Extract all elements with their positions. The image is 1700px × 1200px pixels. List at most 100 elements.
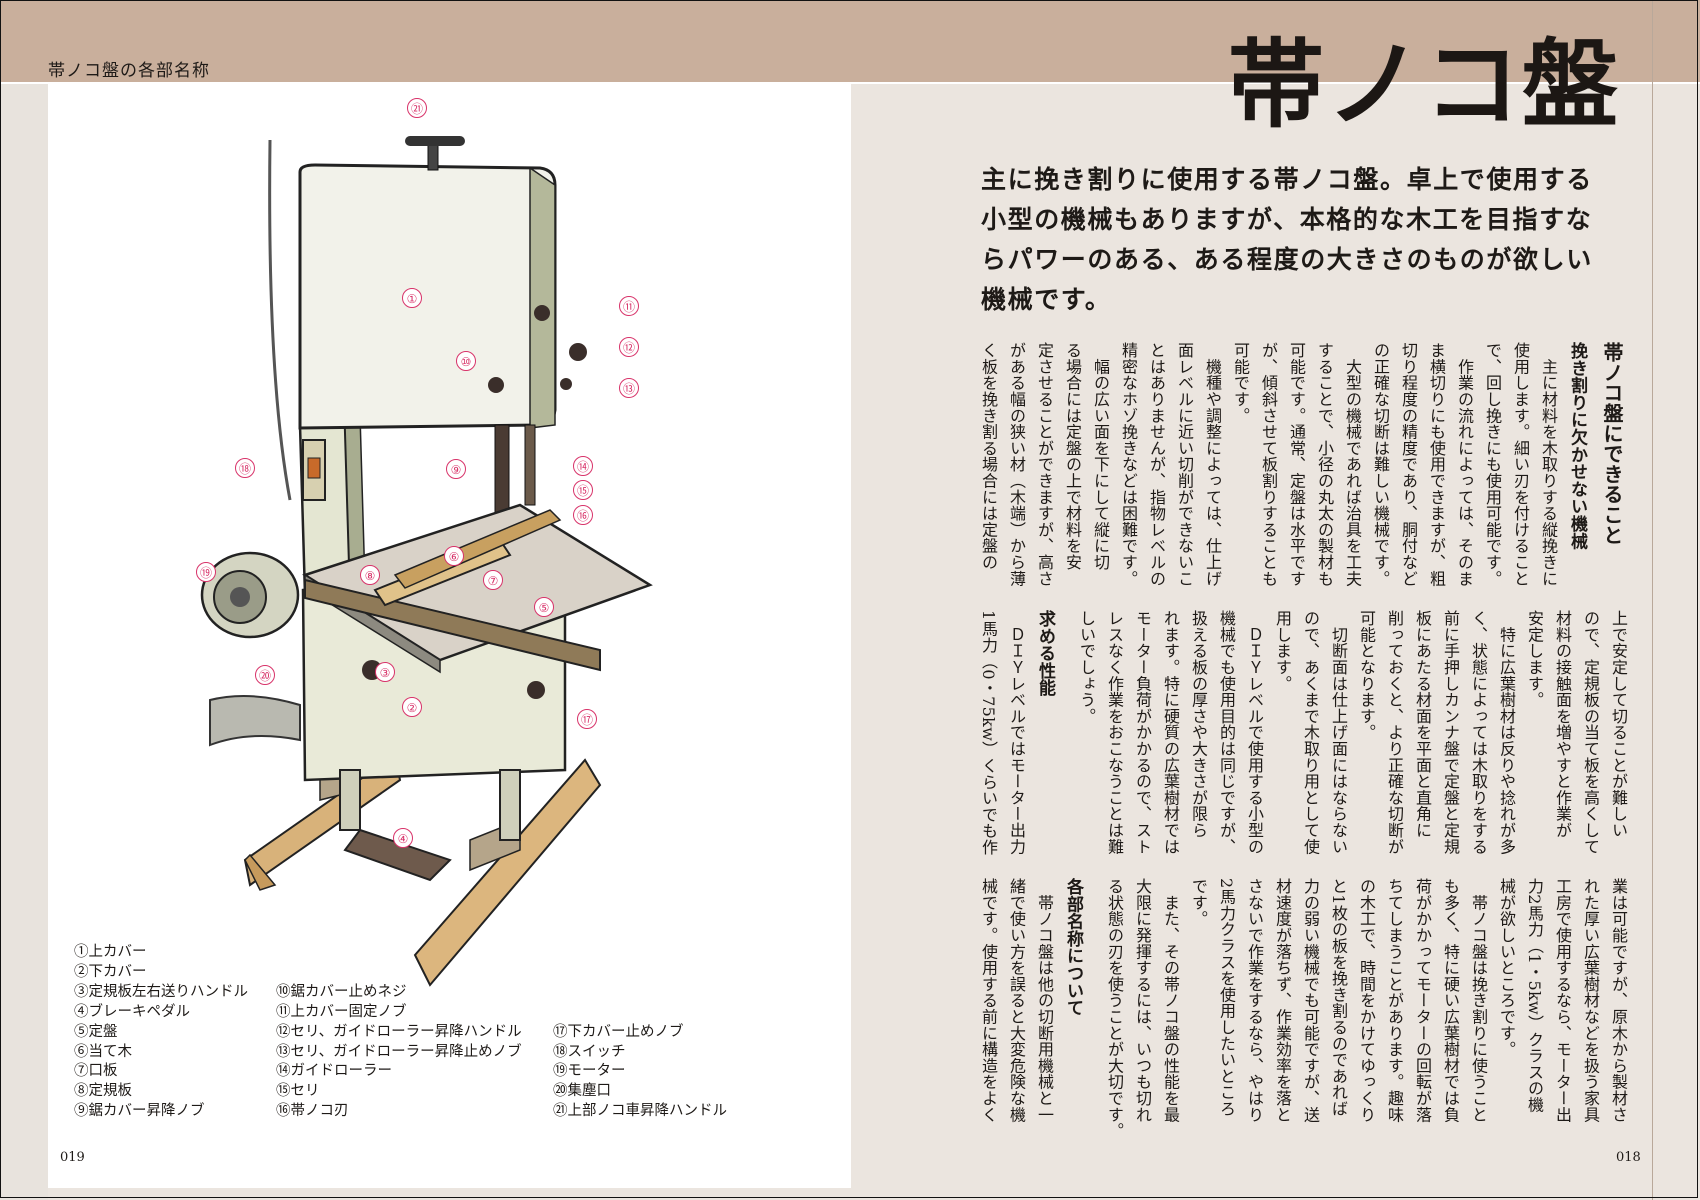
section-heading: 帯ノコ盤にできること xyxy=(1600,342,1624,545)
text-column: 1馬力（0・75kw）くらいでも作 xyxy=(979,610,998,856)
part-callout: ⑦ xyxy=(483,570,503,590)
part-callout: ⑤ xyxy=(534,597,554,617)
text-column: 削っておくと、より正確な切断が xyxy=(1385,610,1404,855)
body-text-block-middle: 上で安定して切ることが難しいので、定規板の当て板を高くして材料の接触面を増やすと… xyxy=(974,610,1632,872)
text-column: れます。特に硬質の広葉樹材では xyxy=(1161,610,1180,855)
text-column: ので、あくまで木取り用として使 xyxy=(1301,610,1320,855)
text-column: も多く、特に硬い広葉樹材では負 xyxy=(1441,878,1460,1123)
legend-item: ⑭ガイドローラー xyxy=(276,1063,392,1080)
text-column: 2馬力クラスを使用したいところ xyxy=(1217,878,1236,1117)
text-column: 切り程度の精度であり、胴付など xyxy=(1399,342,1418,587)
text-column: 業は可能ですが、原木から製材さ xyxy=(1609,878,1628,1123)
part-callout: ① xyxy=(402,288,422,308)
text-column: さないで作業をするなら、やはり xyxy=(1245,878,1264,1123)
part-callout: ② xyxy=(402,697,422,717)
text-column: 械が欲しいところです。 xyxy=(1497,878,1516,1058)
text-column: 機械でも使用目的は同じですが、 xyxy=(1217,610,1236,855)
part-callout: ⑭ xyxy=(573,456,593,476)
part-callout: ⑫ xyxy=(619,337,639,357)
text-column: の正確な切断は難しい機械です。 xyxy=(1371,342,1390,587)
legend-item: ⑰下カバー止めノブ xyxy=(553,1023,684,1040)
text-column: 作業の流れによっては、そのま xyxy=(1455,342,1474,587)
body-text-block-top: 帯ノコ盤にできること挽き割りに欠かせない機械 主に材料を木取りする縦挽きに使用し… xyxy=(974,342,1632,604)
text-column: 大限に発揮するには、いつも切れ xyxy=(1133,878,1152,1123)
part-callout: ⑨ xyxy=(446,459,466,479)
part-callout: ⑧ xyxy=(360,565,380,585)
legend-item: ①上カバー xyxy=(74,944,147,960)
text-column: 緒で使い方を誤ると大変危険な機 xyxy=(1007,878,1026,1123)
text-column: です。 xyxy=(1189,878,1208,927)
text-column: 可能となります。 xyxy=(1357,610,1376,741)
legend-item: ⑤定盤 xyxy=(74,1023,118,1040)
page-edge-line xyxy=(1652,0,1653,1200)
text-column: 使用します。細い刃を付けること xyxy=(1511,342,1530,587)
legend-item: ⑳集塵口 xyxy=(553,1083,611,1100)
text-column: 上で安定して切ることが難しい xyxy=(1609,610,1628,839)
section-heading: 求める性能 xyxy=(1035,610,1055,697)
text-column: 機種や調整によっては、仕上げ xyxy=(1203,342,1222,587)
text-column: る状態の刃を使うことが大切です。 xyxy=(1105,878,1124,1139)
text-column: 面レベルに近い切削ができないこ xyxy=(1175,342,1194,587)
text-column: が、傾斜させて板割りすることも xyxy=(1259,342,1278,587)
column-spacer xyxy=(1088,878,1100,1140)
text-column: 安定します。 xyxy=(1525,610,1544,708)
text-column: することで、小径の丸太の製材も xyxy=(1315,342,1334,587)
text-column: 特に広葉樹材は反りや捻れが多 xyxy=(1497,610,1516,855)
text-column: と1枚の板を挽き割るのであれば xyxy=(1329,878,1348,1117)
legend-item: ⑪上カバー固定ノブ xyxy=(276,1003,407,1020)
section-heading: 各部名称について xyxy=(1063,878,1083,1017)
intro-paragraph: 主に挽き割りに使用する帯ノコ盤。卓上で使用する 小型の機械もありますが、本格的な… xyxy=(981,160,1593,320)
section-heading: 挽き割りに欠かせない機械 xyxy=(1567,342,1587,550)
text-column: ＤＩＹレベルではモーター出力 xyxy=(1007,610,1026,855)
legend-item: ⑱スイッチ xyxy=(553,1043,626,1060)
text-column: 定させることができますが、高さ xyxy=(1035,342,1054,587)
text-column: 用します。 xyxy=(1273,610,1292,692)
legend-item: ⑬セリ、ガイドローラー昇降止めノブ xyxy=(276,1043,522,1060)
legend-item: ⑲モーター xyxy=(553,1063,626,1080)
intro-line: 小型の機械もありますが、本格的な木工を目指すな xyxy=(981,205,1593,234)
part-callout: ⑬ xyxy=(619,378,639,398)
text-column: 主に材料を木取りする縦挽きに xyxy=(1539,342,1558,587)
legend-item: ⑮セリ xyxy=(276,1083,320,1100)
legend-item: ㉑上部ノコ車昇降ハンドル xyxy=(553,1103,727,1120)
part-callout: ⑥ xyxy=(444,546,464,566)
intro-line: 機械です。 xyxy=(981,285,1112,314)
text-column: 可能です。通常、定盤は水平です xyxy=(1287,342,1306,587)
legend-item: ⑨鋸カバー昇降ノブ xyxy=(74,1103,205,1120)
legend-item: ②下カバー xyxy=(74,963,147,980)
header-band xyxy=(0,0,1700,84)
text-column: 扱える板の厚さや大きさが限ら xyxy=(1189,610,1208,839)
text-column: 大型の機械であれば治具を工夫 xyxy=(1343,342,1362,587)
text-column: 荷がかかってモーターの回転が落 xyxy=(1413,878,1432,1123)
text-column: ので、定規板の当て板を高くして xyxy=(1581,610,1600,855)
legend-item: ③定規板左右送りハンドル xyxy=(74,983,248,1000)
part-callout: ⑯ xyxy=(573,505,593,525)
text-column: 工房で使用するなら、モーター出 xyxy=(1553,878,1572,1123)
text-column: ＤＩＹレベルで使用する小型の xyxy=(1245,610,1264,855)
left-margin-strip xyxy=(0,84,48,1200)
legend-item: ⑩鋸カバー止めネジ xyxy=(276,983,407,1000)
right-page xyxy=(851,84,1700,1200)
text-column: ちてしまうことがあります。趣味 xyxy=(1385,878,1404,1123)
text-column: 力2馬力（1・5kw）クラスの機 xyxy=(1525,878,1544,1113)
intro-line: 主に挽き割りに使用する帯ノコ盤。卓上で使用する xyxy=(981,165,1593,194)
text-column: 板にあたる材面を平面と直角に xyxy=(1413,610,1432,839)
legend-item: ⑯帯ノコ刃 xyxy=(276,1103,349,1120)
text-column: また、その帯ノコ盤の性能を最 xyxy=(1161,878,1180,1123)
part-callout: ⑳ xyxy=(255,665,275,685)
text-column: がある幅の狭い材（木端）から薄 xyxy=(1007,342,1026,587)
page-number-left: 019 xyxy=(60,1150,85,1165)
text-column: とはありませんが、指物レベルの xyxy=(1147,342,1166,587)
part-callout: ⑰ xyxy=(577,709,597,729)
part-callout: ⑩ xyxy=(456,351,476,371)
section-label: 帯ノコ盤の各部名称 xyxy=(48,61,210,81)
column-spacer xyxy=(1060,610,1072,872)
text-column: 帯ノコ盤は挽き割りに使うこと xyxy=(1469,878,1488,1123)
part-callout: ⑪ xyxy=(619,296,639,316)
text-column: 械です。使用する前に構造をよく xyxy=(979,878,998,1123)
legend-item: ⑫セリ、ガイドローラー昇降ハンドル xyxy=(276,1023,522,1040)
text-column: 切断面は仕上げ面にはならない xyxy=(1329,610,1348,855)
text-column: 材料の接触面を増やすと作業が xyxy=(1553,610,1572,839)
legend-item: ④ブレーキペダル xyxy=(74,1003,190,1020)
intro-line: らパワーのある、ある程度の大きさのものが欲しい xyxy=(981,245,1593,274)
